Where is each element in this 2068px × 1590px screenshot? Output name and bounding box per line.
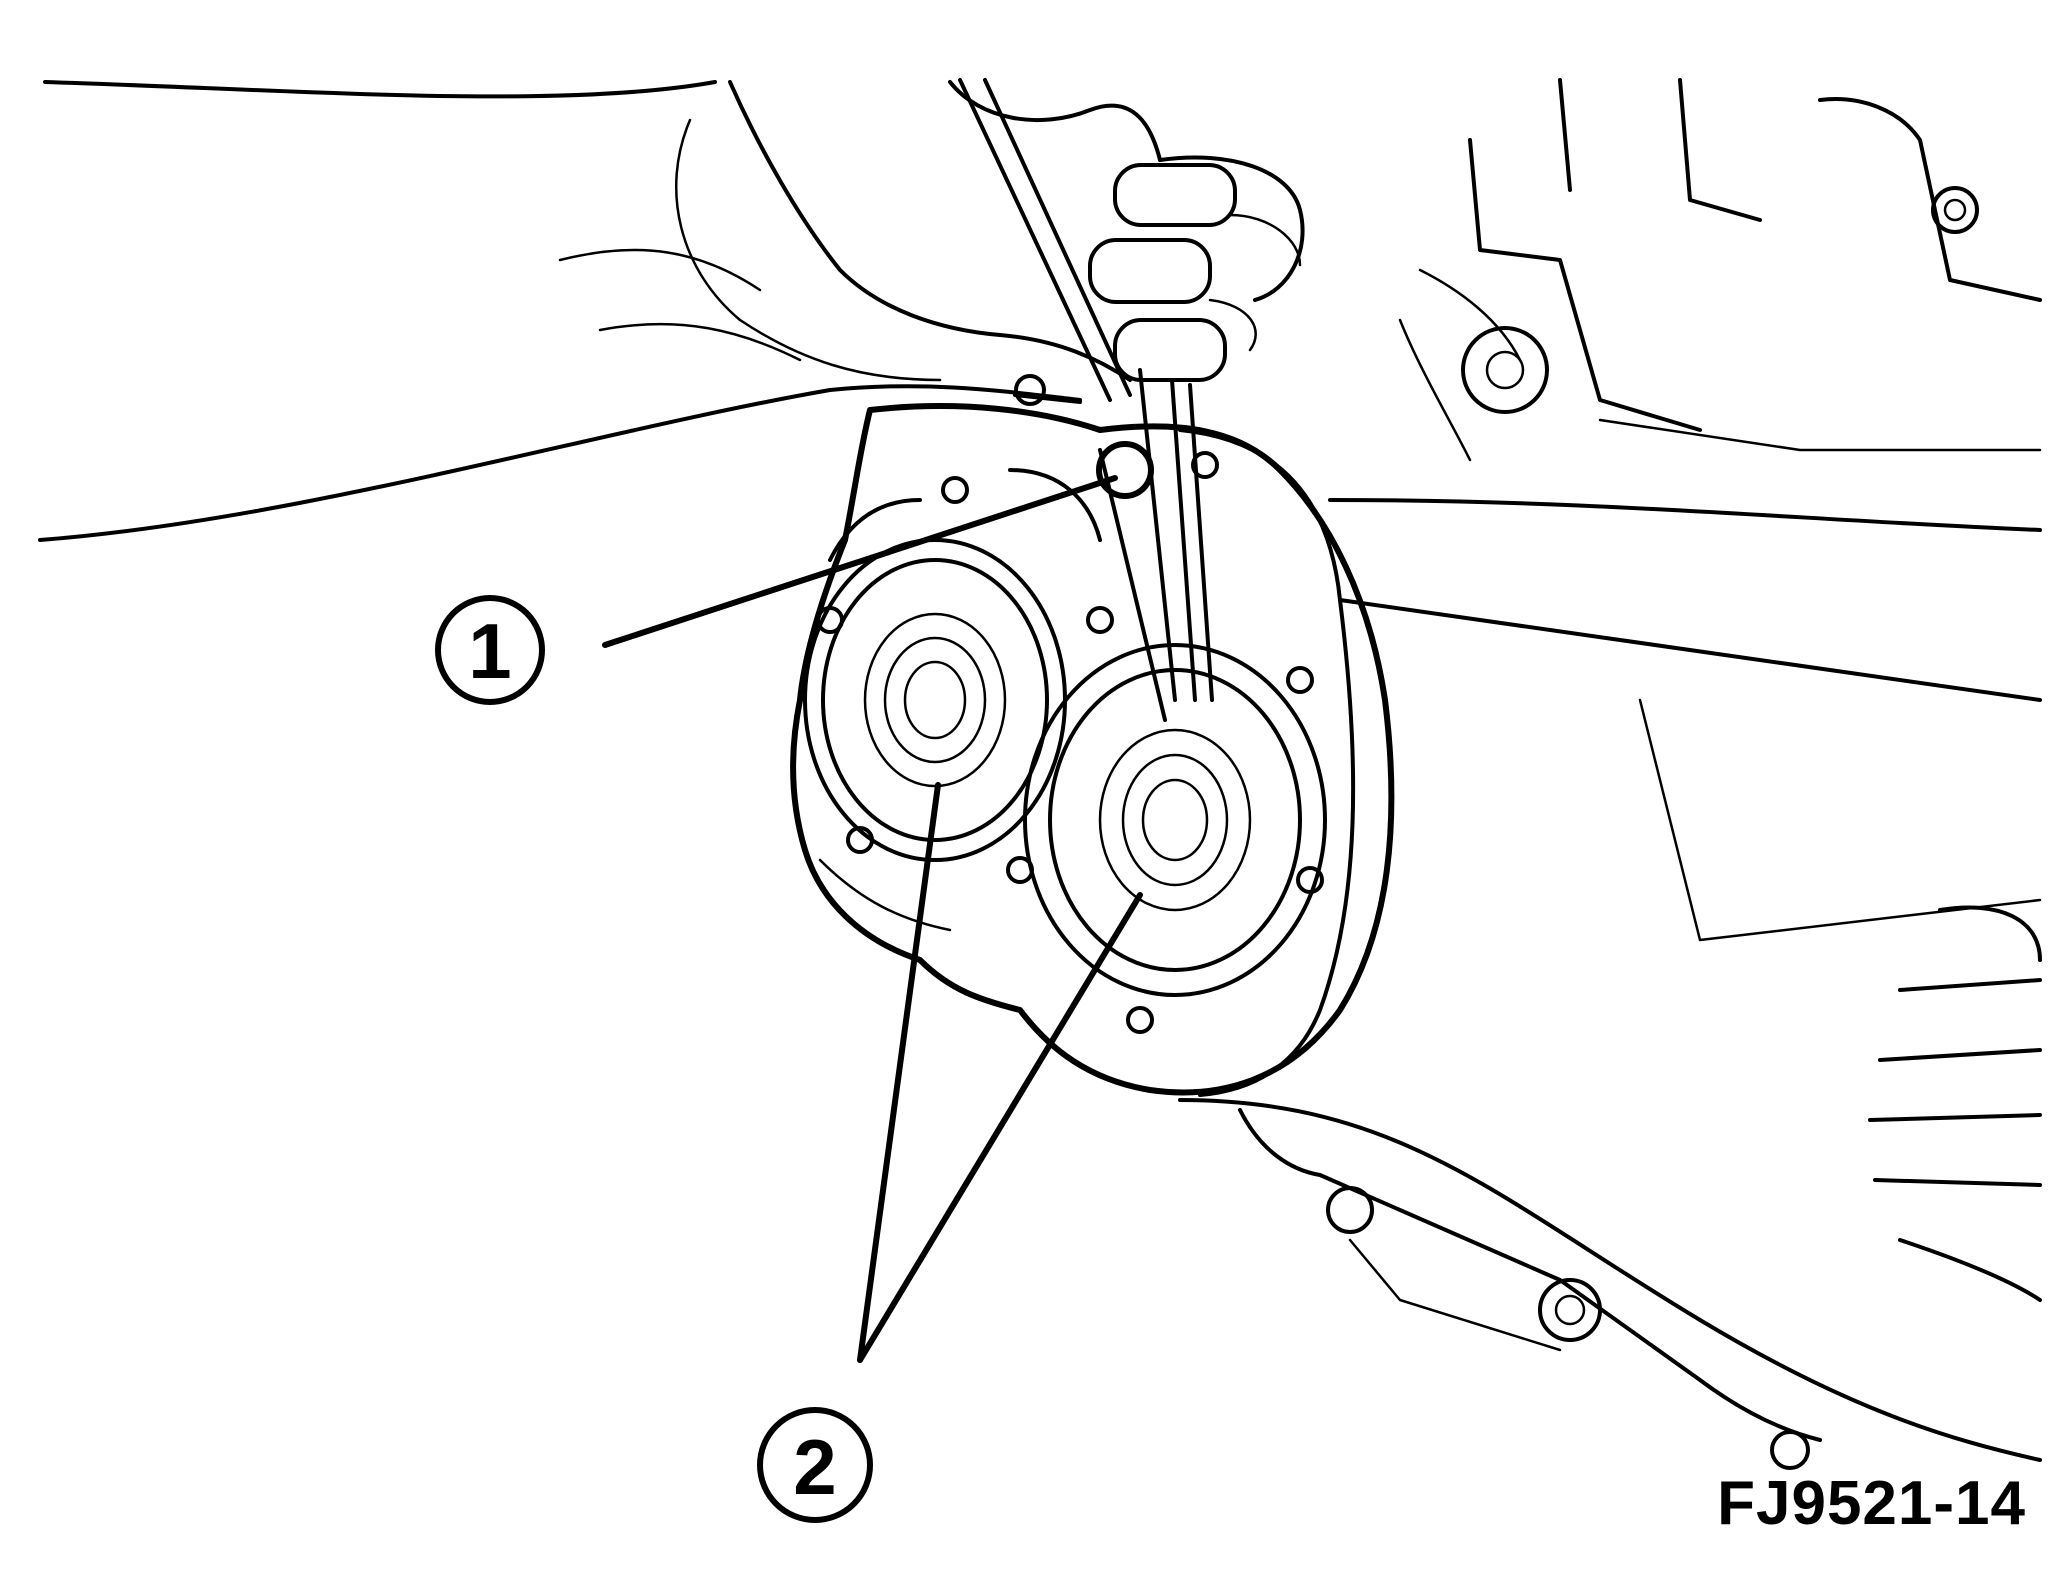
- callout-2: 2: [757, 1407, 873, 1523]
- callout-1-label: 1: [468, 607, 511, 695]
- retainer-plate: [790, 403, 1395, 1096]
- transfer-case-housing: [1178, 78, 2042, 1462]
- technician-hand: [728, 80, 1305, 382]
- retaining-ring-part: [1096, 441, 1154, 499]
- callout-1: 1: [435, 595, 545, 705]
- figure-id: FJ9521-14: [1717, 1469, 2026, 1538]
- callout-2-label: 2: [793, 1423, 836, 1511]
- snap-ring-pliers: [1098, 368, 1214, 722]
- pick-tool: [958, 78, 1132, 406]
- mounting-bracket: [1238, 1108, 1822, 1470]
- leader-lines: [602, 475, 1143, 1363]
- right-bearing-seal: [1023, 643, 1327, 997]
- gear-teeth: [1868, 905, 2042, 1302]
- technician-arm: [38, 80, 1082, 542]
